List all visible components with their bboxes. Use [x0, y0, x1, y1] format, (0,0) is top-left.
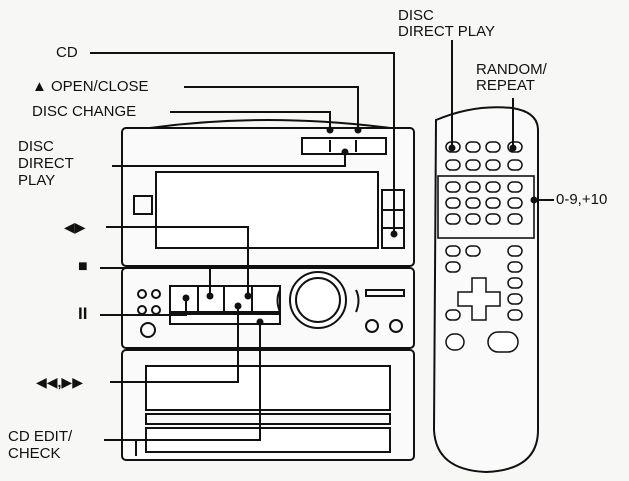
- disc-direct-play-left-label: DISC DIRECT PLAY: [18, 138, 74, 189]
- disc-direct-play-left-line-3: PLAY: [18, 172, 56, 189]
- cd-edit-check-label: CD EDIT/ CHECK: [8, 428, 72, 462]
- disc-direct-play-left-line-2: DIRECT: [18, 155, 74, 172]
- cd-edit-check-line-2: CHECK: [8, 445, 61, 462]
- disc-change-label: DISC CHANGE: [32, 103, 137, 120]
- numbers-label: 0-9,+10: [556, 191, 608, 208]
- disc-direct-play-left-line-1: DISC: [18, 138, 54, 155]
- skip-symbols-label: ◀◀,▶▶: [36, 374, 83, 390]
- cd-edit-check-line-1: CD EDIT/: [8, 428, 73, 445]
- callout-dots: [182, 126, 538, 326]
- random-repeat-label: RANDOM/ REPEAT: [476, 62, 547, 94]
- pause-symbol-label: II: [78, 304, 88, 323]
- stereo-unit: [121, 119, 415, 461]
- stop-symbol-label: ■: [78, 258, 88, 275]
- callout-lines: [90, 40, 554, 441]
- disc-direct-play-top-label: DISC DIRECT PLAY: [398, 8, 495, 40]
- open-close-label: ▲ OPEN/CLOSE: [32, 78, 149, 95]
- disc-direct-play-top-line-2: DIRECT PLAY: [398, 23, 495, 40]
- random-repeat-line-2: REPEAT: [476, 77, 535, 94]
- play-symbol-label: ◀▶: [64, 219, 86, 235]
- disc-direct-play-top-line-1: DISC: [398, 7, 434, 24]
- cd-label: CD: [56, 44, 78, 61]
- random-repeat-line-1: RANDOM/: [476, 61, 547, 78]
